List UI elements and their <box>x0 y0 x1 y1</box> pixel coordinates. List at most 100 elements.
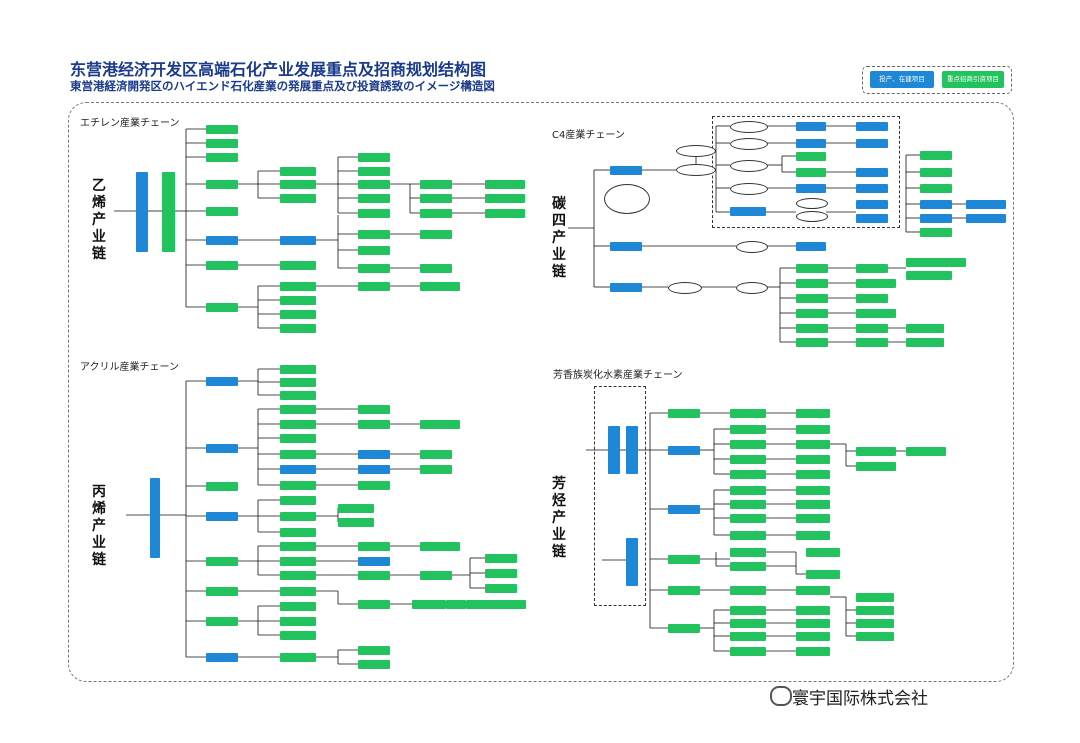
node <box>280 528 316 537</box>
node <box>420 571 452 580</box>
node <box>796 619 830 628</box>
node-ellipse <box>668 282 702 294</box>
node <box>358 153 390 162</box>
node <box>358 264 390 273</box>
node <box>796 586 830 595</box>
node <box>280 434 316 443</box>
page-title: 东营港经济开发区高端石化产业发展重点及招商规划结构图 <box>70 60 487 79</box>
node <box>796 440 830 449</box>
node <box>280 310 316 319</box>
node <box>206 617 238 626</box>
wechat-icon <box>770 686 792 706</box>
node <box>280 180 316 189</box>
node <box>206 180 238 189</box>
node <box>730 606 766 615</box>
node <box>420 465 452 474</box>
node <box>796 455 830 464</box>
node <box>280 631 316 640</box>
legend-existing: 投产、在建项目 <box>870 71 934 88</box>
node <box>280 496 316 505</box>
node <box>730 440 766 449</box>
node <box>280 282 316 291</box>
node <box>906 271 952 280</box>
node <box>730 619 766 628</box>
node <box>610 166 642 175</box>
node <box>358 600 390 609</box>
node <box>730 548 766 557</box>
node <box>668 624 700 633</box>
node <box>856 279 896 288</box>
node-ellipse <box>736 241 768 253</box>
node <box>280 653 316 662</box>
node <box>280 261 316 270</box>
node <box>856 606 894 615</box>
node-ellipse <box>730 160 768 172</box>
node <box>206 153 238 162</box>
legend-target: 重点招商引资项目 <box>942 71 1004 88</box>
node <box>280 391 316 400</box>
node <box>358 450 390 459</box>
node <box>358 405 390 414</box>
node <box>485 180 525 189</box>
node <box>906 258 966 267</box>
node-vertical <box>136 172 148 252</box>
node <box>796 309 828 318</box>
node <box>856 264 888 273</box>
node <box>806 570 840 579</box>
node <box>730 562 766 571</box>
node <box>796 152 826 161</box>
node <box>485 194 525 203</box>
node <box>796 531 830 540</box>
node <box>668 586 700 595</box>
node <box>966 200 1006 209</box>
node <box>796 632 830 641</box>
node <box>920 200 952 209</box>
node <box>420 264 452 273</box>
chain-propylene: 丙烯产业链 <box>92 484 106 568</box>
node-vertical <box>162 172 175 252</box>
node-ellipse <box>796 211 828 222</box>
node <box>796 324 828 333</box>
node <box>358 557 390 566</box>
node <box>920 214 952 223</box>
node <box>796 264 828 273</box>
node <box>206 653 238 662</box>
node <box>358 167 390 176</box>
node <box>668 409 700 418</box>
node <box>796 294 828 303</box>
node <box>920 151 952 160</box>
node-vertical <box>150 478 160 558</box>
node <box>280 512 316 521</box>
node <box>280 450 316 459</box>
node <box>466 600 526 609</box>
node <box>906 338 944 347</box>
node <box>206 512 238 521</box>
node <box>358 180 390 189</box>
node <box>796 470 830 479</box>
node-circle <box>604 184 650 214</box>
node <box>280 378 316 387</box>
node <box>280 405 316 414</box>
chain-c4: 碳四产业链 <box>552 196 566 280</box>
node <box>206 444 238 453</box>
node <box>920 184 952 193</box>
node <box>446 600 466 609</box>
node <box>668 505 700 514</box>
node <box>485 569 517 578</box>
node <box>420 420 460 429</box>
node <box>280 481 316 490</box>
node <box>358 660 390 669</box>
node <box>796 168 826 177</box>
node <box>856 447 896 456</box>
node <box>280 587 316 596</box>
node <box>856 214 888 223</box>
node <box>206 377 238 386</box>
node <box>206 557 238 566</box>
node <box>280 324 316 333</box>
node <box>206 125 238 134</box>
node <box>420 209 452 218</box>
node <box>920 228 952 237</box>
node <box>730 207 766 216</box>
node <box>856 309 896 318</box>
node <box>856 324 888 333</box>
